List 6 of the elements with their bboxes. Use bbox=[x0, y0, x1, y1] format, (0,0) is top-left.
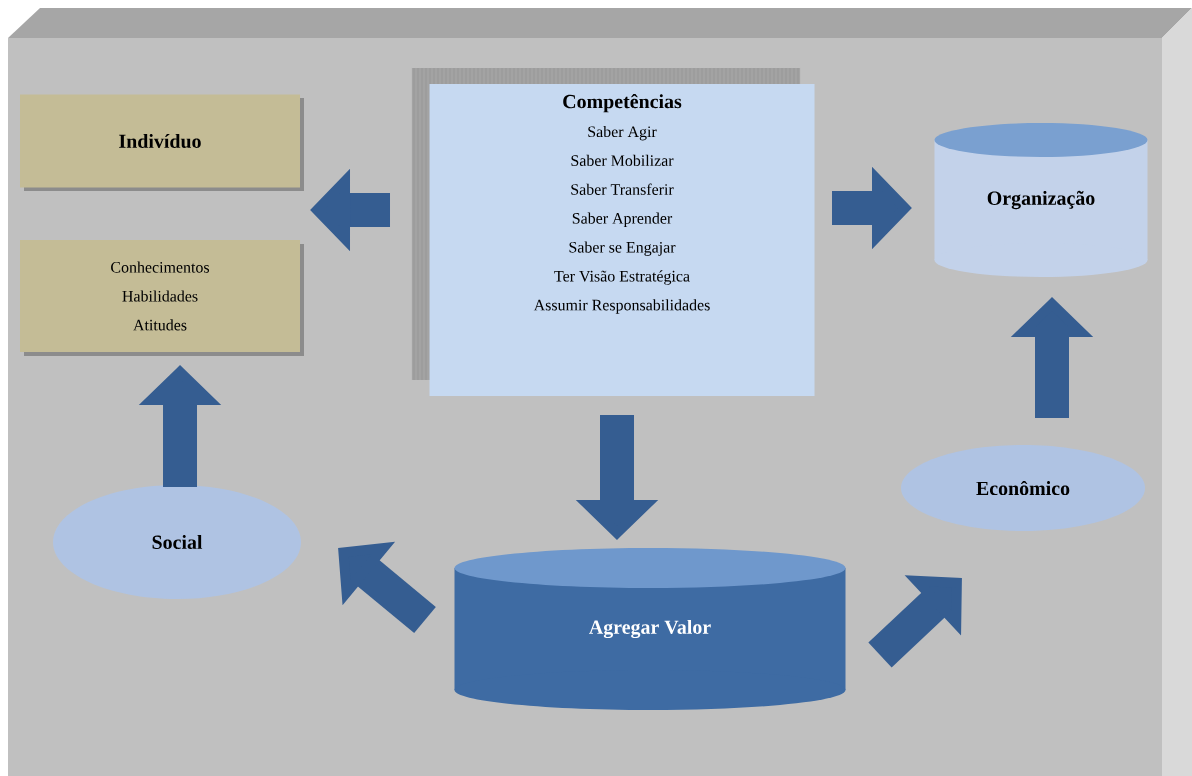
process-box: Conhecimentos Habilidades Atitudes bbox=[20, 240, 304, 356]
cylinder: Agregar Valor bbox=[454, 548, 846, 710]
cylinder: Organização bbox=[934, 123, 1148, 277]
list-box: Competências Saber Agir Saber Mobilizar Saber Transferir Saber Aprender Saber se Engajar Ter Visão Estratégica Assumir Responsabilidades bbox=[429, 84, 815, 396]
block-arrow bbox=[868, 575, 962, 668]
process-box: Indivíduo bbox=[20, 94, 304, 191]
